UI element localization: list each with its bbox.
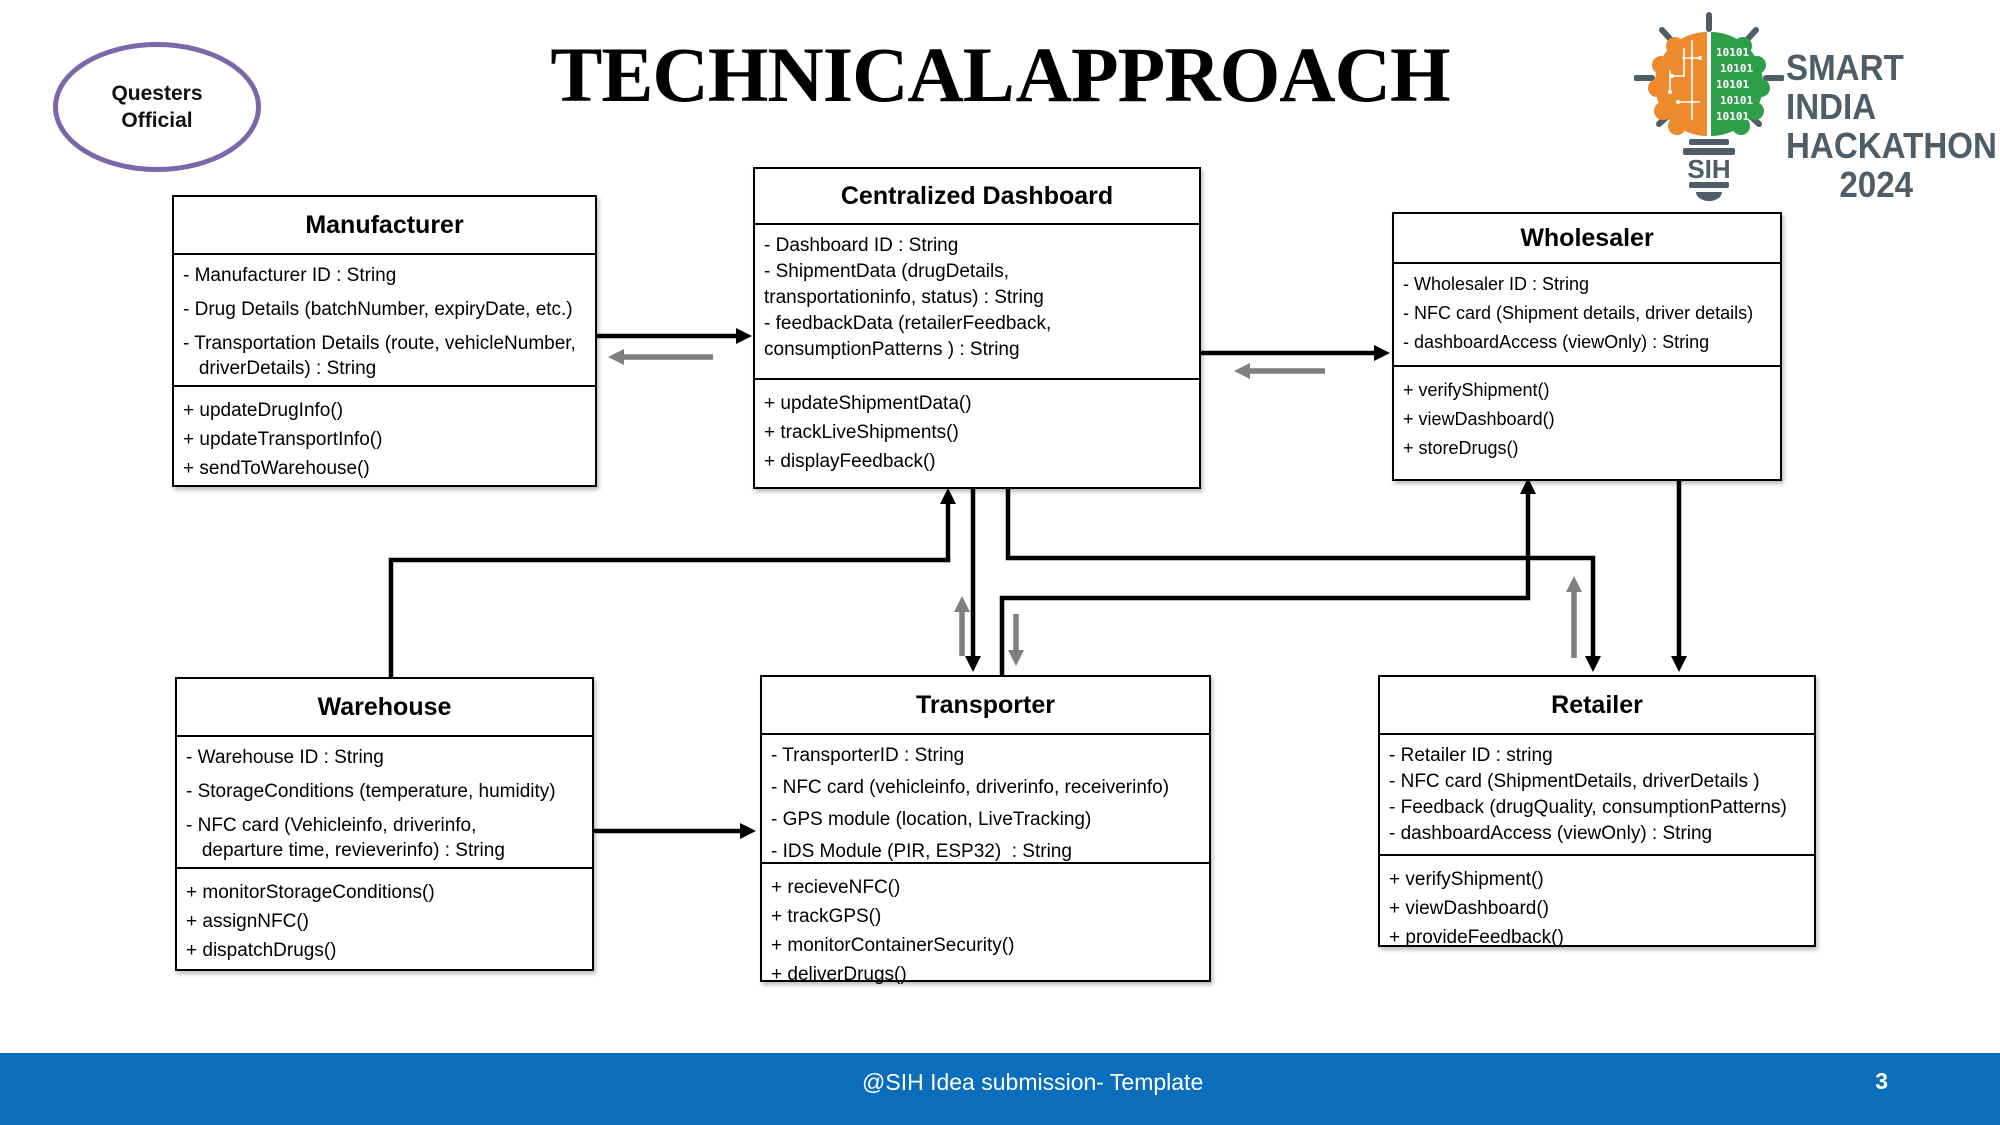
method-line: + monitorStorageConditions(): [186, 882, 435, 903]
sih-logo-icon: 10101 10101 10101 10101 10101 SIH: [1634, 12, 1784, 201]
class-attributes-warehouse: - Warehouse ID : String - StorageConditio…: [177, 737, 592, 869]
class-attributes-transporter: - TransporterID : String - NFC card (vehi…: [762, 735, 1209, 864]
method-line: + provideFeedback(): [1389, 927, 1564, 948]
svg-text:10101: 10101: [1716, 110, 1749, 123]
logo-brain-right-icon: 10101 10101 10101 10101 10101: [1711, 32, 1770, 136]
class-title-transporter: Transporter: [762, 677, 1209, 735]
attribute-line: transportationinfo, status) : String: [764, 287, 1044, 308]
svg-text:10101: 10101: [1720, 62, 1753, 75]
attribute-line: - GPS module (location, LiveTracking): [771, 809, 1092, 830]
logo-brain-left-icon: [1648, 32, 1707, 136]
logo-line-hackathon: HACKATHON: [1786, 125, 1997, 166]
footer-text: @SIH Idea submission- Template: [862, 1069, 1204, 1095]
footer-bar: @SIH Idea submission- Template 3: [0, 1053, 2000, 1125]
attribute-line: - Wholesaler ID : String: [1403, 274, 1590, 294]
svg-text:10101: 10101: [1716, 46, 1749, 59]
method-line: + verifyShipment(): [1403, 380, 1550, 400]
class-title-wholesaler: Wholesaler: [1394, 214, 1780, 264]
attribute-line: - IDS Module (PIR, ESP32) : String: [771, 841, 1072, 862]
logo-line-year: 2024: [1839, 164, 1914, 205]
connector-dashboard-to-retailer: [1005, 487, 1601, 672]
method-line: + viewDashboard(): [1389, 898, 1549, 919]
attribute-line: - dashboardAccess (viewOnly) : String: [1403, 332, 1710, 352]
class-methods-transporter: + recieveNFC() + trackGPS() + monitorConta…: [762, 864, 1209, 987]
method-line: + updateTransportInfo(): [183, 429, 383, 450]
class-methods-wholesaler: + verifyShipment() + viewDashboard() + sto…: [1394, 367, 1780, 479]
class-attributes-wholesaler: - Wholesaler ID : String - NFC card (Ship…: [1394, 264, 1780, 367]
method-line: + dispatchDrugs(): [186, 940, 337, 961]
class-methods-manufacturer: + updateDrugInfo() + updateTransportInfo(…: [174, 387, 595, 485]
class-attributes-dashboard: - Dashboard ID : String - ShipmentData (d…: [755, 225, 1199, 380]
class-box-dashboard: Centralized Dashboard - Dashboard ID : S…: [753, 167, 1201, 489]
attribute-line: - Dashboard ID : String: [764, 235, 959, 256]
method-line: + trackLiveShipments(): [764, 422, 959, 443]
badge-line2: Official: [121, 109, 193, 132]
method-line: + assignNFC(): [186, 911, 309, 932]
class-methods-retailer: + verifyShipment() + viewDashboard() + pro…: [1380, 856, 1814, 950]
method-line: + storeDrugs(): [1403, 438, 1519, 458]
class-box-manufacturer: Manufacturer - Manufacturer ID : String-…: [172, 195, 597, 487]
class-methods-warehouse: + monitorStorageConditions() + assignNFC(…: [177, 869, 592, 969]
class-title-dashboard: Centralized Dashboard: [755, 169, 1199, 225]
page-number: 3: [1875, 1068, 1888, 1094]
attribute-line: consumptionPatterns ) : String: [764, 339, 1020, 360]
attribute-line: - NFC card (Shipment details, driver det…: [1403, 303, 1754, 323]
method-line: + sendToWarehouse(): [183, 458, 370, 479]
attribute-line: - Manufacturer ID : String: [183, 265, 397, 286]
page-title: TECHNICAL APPROACH: [550, 31, 1450, 118]
method-line: + displayFeedback(): [764, 451, 936, 472]
class-title-retailer: Retailer: [1380, 677, 1814, 735]
class-title-warehouse: Warehouse: [177, 679, 592, 737]
svg-text:10101: 10101: [1716, 78, 1749, 91]
method-line: + deliverDrugs(): [771, 964, 907, 985]
class-box-transporter: Transporter - TransporterID : String - NF…: [760, 675, 1211, 985]
attribute-line: driverDetails) : String: [183, 358, 377, 379]
class-box-wholesaler: Wholesaler - Wholesaler ID : String - NFC…: [1392, 212, 1782, 481]
attribute-line: - Retailer ID : string: [1389, 745, 1553, 766]
connector-warehouse-to-dashboard: [388, 488, 956, 677]
attribute-line: - NFC card (Vehicleinfo, driverinfo,: [186, 815, 477, 836]
attribute-line: - NFC card (vehicleinfo, driverinfo, rec…: [771, 777, 1170, 798]
method-line: + viewDashboard(): [1403, 409, 1555, 429]
class-attributes-manufacturer: - Manufacturer ID : String - Drug Details…: [174, 255, 595, 387]
badge-line1: Questers: [111, 82, 203, 105]
class-box-retailer: Retailer - Retailer ID : string - NFC car…: [1378, 675, 1816, 950]
attribute-line: - Drug Details (batchNumber, expiryDate,…: [183, 299, 573, 320]
class-title-manufacturer: Manufacturer: [174, 197, 595, 255]
method-line: + trackGPS(): [771, 906, 882, 927]
svg-text:SIH: SIH: [1687, 154, 1730, 184]
attribute-line: - feedbackData (retailerFeedback,: [764, 313, 1052, 334]
attribute-line: - dashboardAccess (viewOnly) : String: [1389, 823, 1713, 844]
method-line: + updateDrugInfo(): [183, 400, 344, 421]
method-line: + recieveNFC(): [771, 877, 901, 898]
attribute-line: - TransporterID : String: [771, 745, 965, 766]
attribute-line: - Warehouse ID : String: [186, 747, 384, 768]
attribute-line: departure time, revieverinfo) : String: [186, 840, 505, 861]
method-line: + verifyShipment(): [1389, 869, 1544, 890]
attribute-line: - ShipmentData (drugDetails,: [764, 261, 1009, 282]
svg-text:10101: 10101: [1720, 94, 1753, 107]
method-line: + updateShipmentData(): [764, 393, 972, 414]
questers-official-badge: Questers Official: [53, 42, 261, 172]
class-box-warehouse: Warehouse - Warehouse ID : String - Stora…: [175, 677, 594, 971]
attribute-line: - Feedback (drugQuality, consumptionPatt…: [1389, 797, 1787, 818]
class-attributes-retailer: - Retailer ID : string - NFC card (Shipme…: [1380, 735, 1814, 856]
method-line: + monitorContainerSecurity(): [771, 935, 1015, 956]
attribute-line: - Transportation Details (route, vehicle…: [183, 333, 576, 354]
attribute-line: - NFC card (ShipmentDetails, driverDetai…: [1389, 771, 1760, 792]
logo-bulb-base-icon: SIH: [1683, 139, 1735, 201]
logo-line-smart-india: SMART INDIA: [1786, 47, 1904, 127]
attribute-line: - StorageConditions (temperature, humidi…: [186, 781, 556, 802]
sih-logo-wordmark: SMART INDIA HACKATHON 2024: [1786, 47, 1997, 205]
class-methods-dashboard: + updateShipmentData() + trackLiveShipmen…: [755, 380, 1199, 487]
connector-transporter-to-wholesaler: [999, 478, 1536, 675]
